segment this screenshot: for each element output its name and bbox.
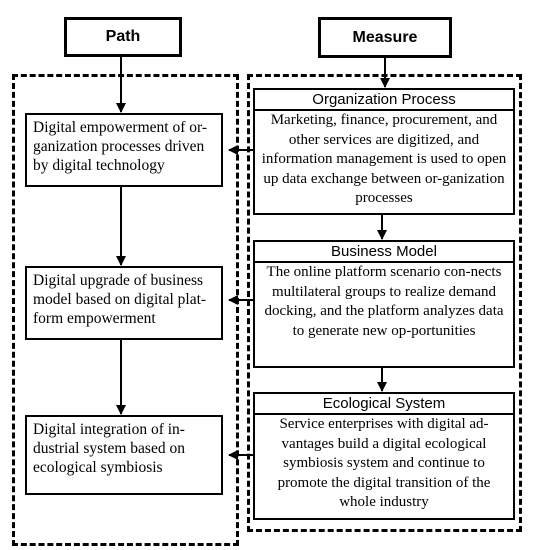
measure-business-model-text: The online platform scenario con-nects m… xyxy=(264,264,504,339)
path-step-3: Digital integration of in-dustrial syste… xyxy=(25,415,223,495)
path-step-2-text: Digital upgrade of business model based … xyxy=(33,272,207,327)
measure-organization-process-text: Marketing, finance, procurement, and oth… xyxy=(261,112,507,206)
path-group-container xyxy=(12,74,239,546)
measure-organization-process-title: Organization Process xyxy=(255,90,513,111)
measure-ecological-system-text: Service enterprises with digital ad-vant… xyxy=(277,416,491,510)
path-step-2: Digital upgrade of business model based … xyxy=(25,266,223,340)
path-step-1: Digital empowerment of or-ganization pro… xyxy=(25,113,223,187)
measure-group-container xyxy=(247,74,522,532)
measure-business-model-title: Business Model xyxy=(255,242,513,263)
measure-header-label: Measure xyxy=(352,28,418,46)
path-header: Path xyxy=(64,17,182,57)
measure-business-model: Business Model The online platform scena… xyxy=(253,240,515,368)
measure-header: Measure xyxy=(318,17,452,58)
path-header-label: Path xyxy=(105,28,141,45)
path-step-3-text: Digital integration of in-dustrial syste… xyxy=(33,421,185,476)
measure-ecological-system-title: Ecological System xyxy=(255,394,513,415)
path-step-1-text: Digital empowerment of or-ganization pro… xyxy=(33,119,208,174)
measure-organization-process: Organization Process Marketing, finance,… xyxy=(253,88,515,215)
measure-ecological-system: Ecological System Service enterprises wi… xyxy=(253,392,515,520)
